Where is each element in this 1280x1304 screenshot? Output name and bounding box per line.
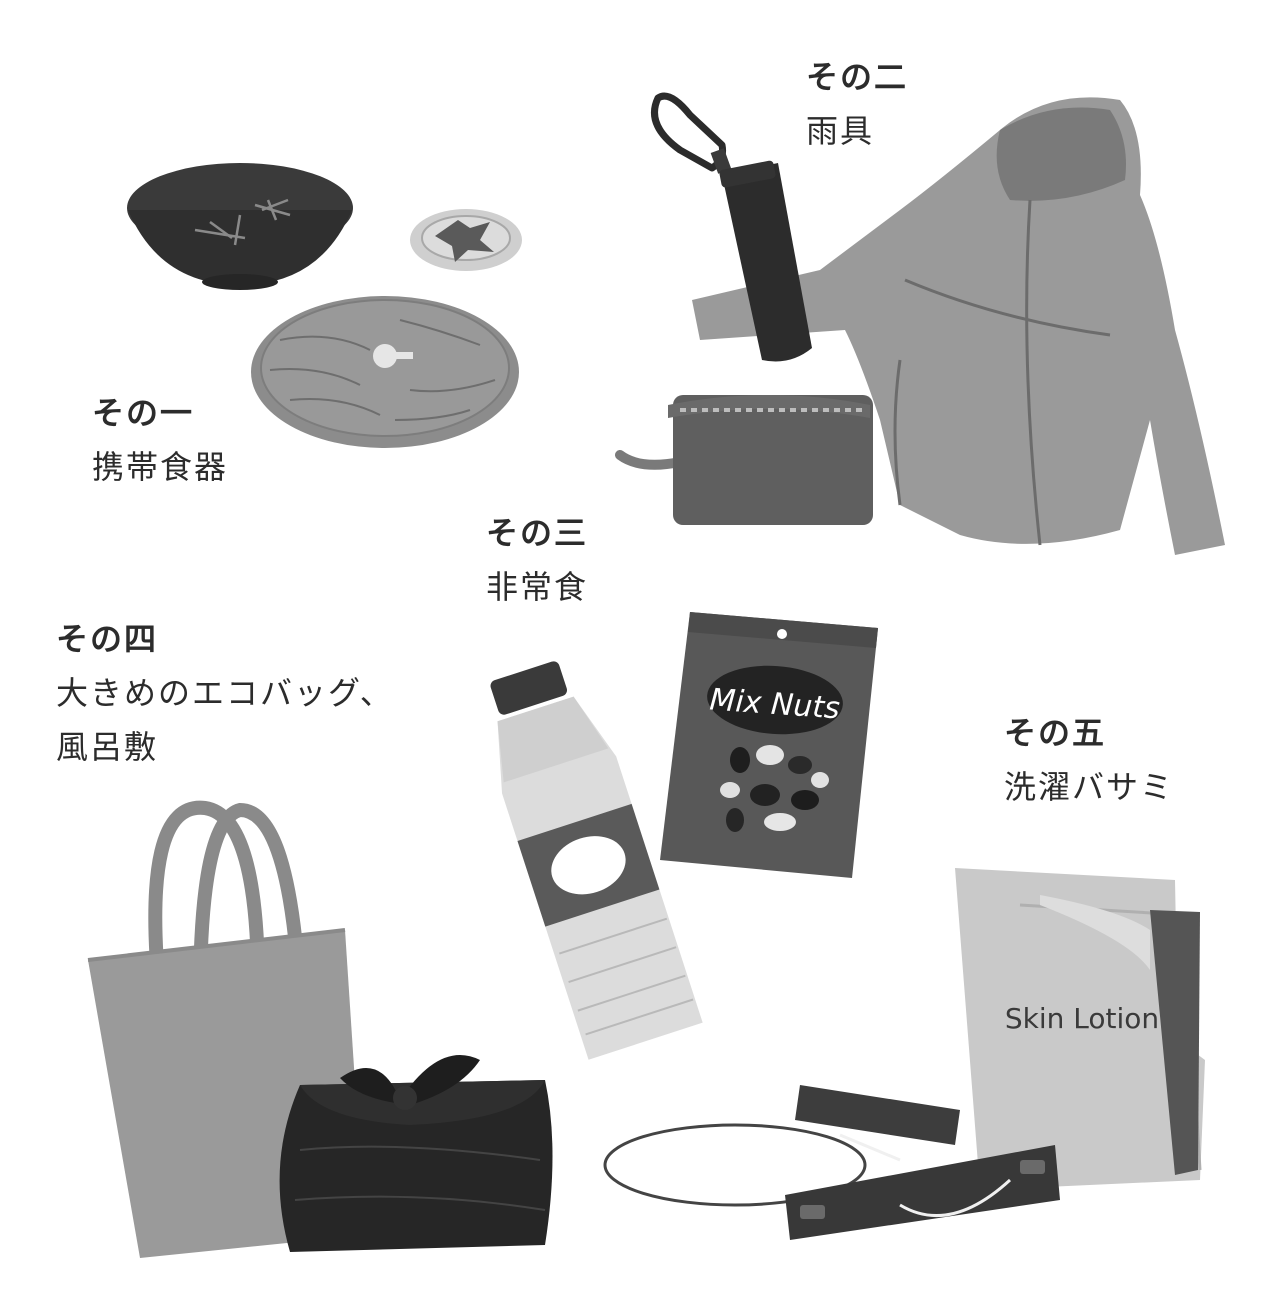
caption-name: 携帯食器 bbox=[92, 448, 229, 486]
caption-name: 非常食 bbox=[486, 568, 589, 606]
water-bottle-icon bbox=[490, 661, 703, 1060]
caption-name-line-1: 大きめのエコバッグ、 bbox=[56, 674, 394, 712]
caption-name-line-2: 風呂敷 bbox=[56, 728, 159, 766]
caption-number: その三 bbox=[486, 514, 589, 552]
bowl-icon bbox=[127, 163, 353, 290]
caption-number: その二 bbox=[806, 58, 909, 96]
plate-icon bbox=[251, 296, 519, 448]
caption-item-1: その一 携帯食器 bbox=[92, 386, 228, 494]
furoshiki-icon bbox=[279, 1055, 553, 1252]
jacket-icon bbox=[692, 97, 1225, 556]
caption-number: その五 bbox=[1004, 714, 1107, 752]
caption-number: その四 bbox=[56, 620, 159, 658]
pouch-icon bbox=[615, 395, 873, 525]
caption-number: その一 bbox=[92, 394, 195, 432]
caption-item-5: その五 洗濯バサミ bbox=[1004, 706, 1174, 814]
small-dish-icon bbox=[410, 209, 522, 271]
caption-item-2: その二 雨具 bbox=[806, 50, 908, 158]
caption-name: 洗濯バサミ bbox=[1004, 768, 1175, 806]
lotion-pouch-label: Skin Lotion bbox=[1005, 1002, 1159, 1035]
caption-item-3: その三 非常食 bbox=[486, 506, 588, 614]
caption-name: 雨具 bbox=[806, 112, 875, 150]
nuts-bag-icon: Mix Nuts bbox=[660, 612, 878, 878]
caption-item-4: その四 大きめのエコバッグ、 風呂敷 bbox=[56, 612, 394, 774]
clothespins-icon bbox=[603, 1085, 1060, 1240]
lotion-pouch-icon: Skin Lotion bbox=[955, 868, 1205, 1190]
umbrella-icon bbox=[651, 92, 812, 362]
